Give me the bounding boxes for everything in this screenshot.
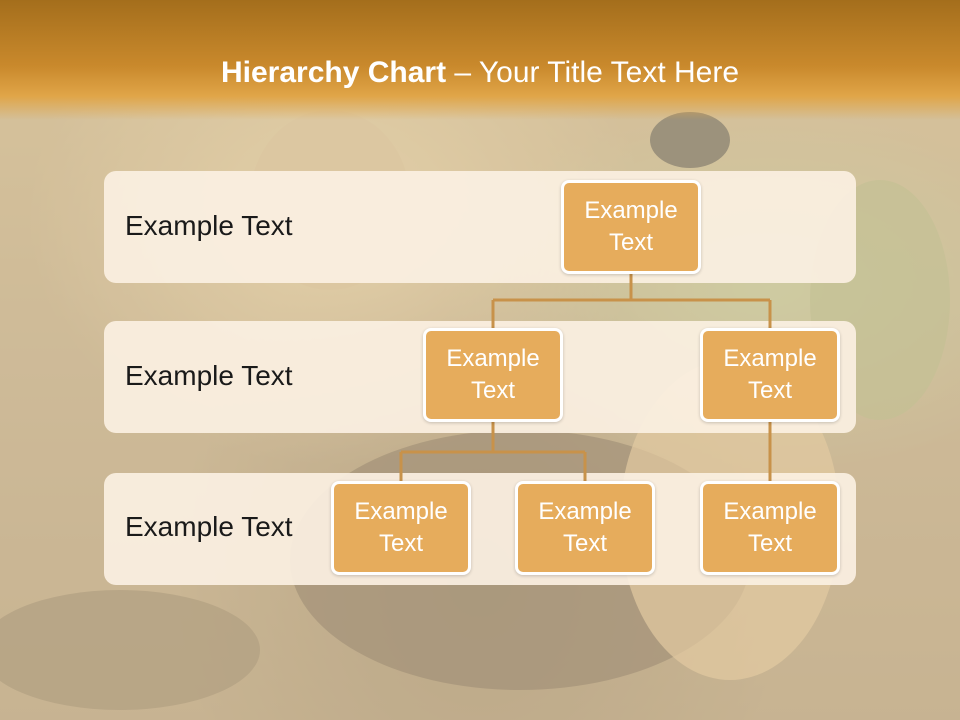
level-label-2: Example Text [125, 360, 293, 391]
node-level3-a[interactable]: Example Text [331, 481, 471, 575]
level-label-3: Example Text [125, 511, 293, 542]
node-level2-right[interactable]: Example Text [700, 328, 840, 422]
node-level3-c[interactable]: Example Text [700, 481, 840, 575]
connector-left [399, 422, 587, 482]
title-rest: – Your Title Text Here [446, 56, 740, 89]
node-root[interactable]: Example Text [561, 180, 701, 274]
connector-root [491, 274, 772, 329]
node-level3-b[interactable]: Example Text [515, 481, 655, 575]
level-label-1: Example Text [125, 210, 293, 241]
slide-title: Hierarchy Chart – Your Title Text Here [0, 56, 960, 90]
title-bold: Hierarchy Chart [220, 56, 447, 89]
title-bar [0, 0, 960, 120]
level-band-1 [104, 171, 856, 283]
node-level2-left[interactable]: Example Text [423, 328, 563, 422]
